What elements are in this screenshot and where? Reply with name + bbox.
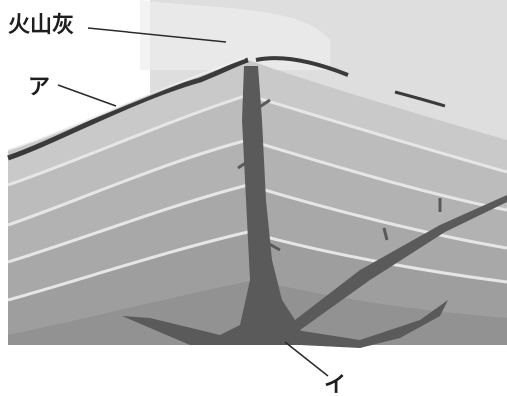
label-a: ア bbox=[28, 75, 50, 100]
label-volcanic-ash: 火山灰 bbox=[8, 12, 74, 38]
label-i: イ bbox=[324, 373, 346, 396]
